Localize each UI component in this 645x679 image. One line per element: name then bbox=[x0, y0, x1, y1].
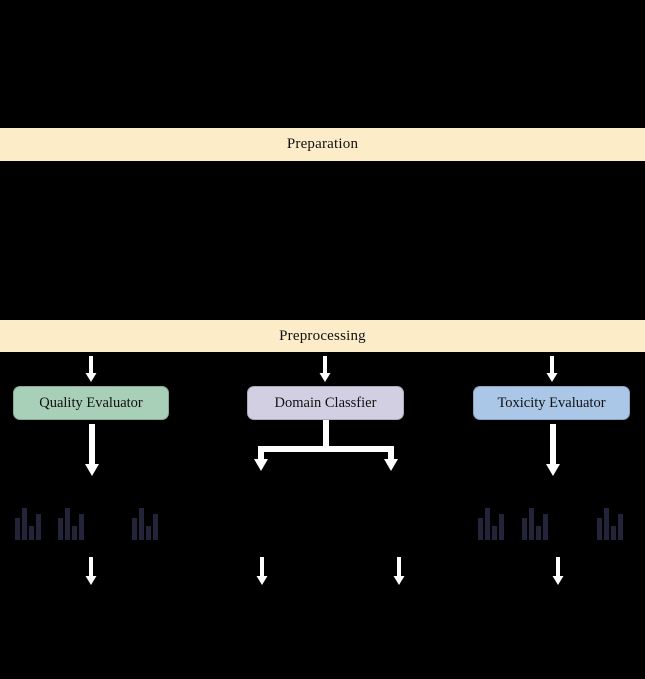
arrow-down-icon-quality-to-histograms bbox=[83, 424, 101, 476]
arrow-down-icon-preprocessing-to-quality bbox=[84, 356, 98, 382]
arrow-down-icon-quality-output bbox=[84, 557, 98, 585]
bar-chart-icon bbox=[595, 504, 625, 540]
bar-chart-icon bbox=[13, 504, 43, 540]
banner-preparation: Preparation bbox=[0, 128, 645, 161]
arrow-down-icon-domain-output-left bbox=[255, 557, 269, 585]
banner-preprocessing: Preprocessing bbox=[0, 320, 645, 352]
banner-preprocessing-label: Preprocessing bbox=[279, 327, 366, 344]
toxicity-evaluator-box[interactable]: Toxicity Evaluator bbox=[473, 386, 630, 420]
arrow-down-icon-toxicity-output bbox=[551, 557, 565, 585]
arrow-down-icon-toxicity-to-histograms bbox=[544, 424, 562, 476]
domain-classifier-box[interactable]: Domain Classfier bbox=[247, 386, 404, 420]
fork-split-connector-icon bbox=[248, 420, 404, 472]
bar-chart-icon bbox=[130, 504, 160, 540]
quality-evaluator-box[interactable]: Quality Evaluator bbox=[13, 386, 169, 420]
toxicity-evaluator-label: Toxicity Evaluator bbox=[497, 394, 606, 411]
arrow-down-icon-preprocessing-to-toxicity bbox=[545, 356, 559, 382]
arrow-down-icon-preprocessing-to-domain bbox=[318, 356, 332, 382]
bar-chart-icon bbox=[476, 504, 506, 540]
bar-chart-icon bbox=[56, 504, 86, 540]
domain-classifier-label: Domain Classfier bbox=[274, 394, 377, 411]
banner-preparation-label: Preparation bbox=[286, 136, 359, 152]
quality-evaluator-label: Quality Evaluator bbox=[39, 394, 143, 411]
arrow-down-icon-domain-output-right bbox=[392, 557, 406, 585]
bar-chart-icon bbox=[520, 504, 550, 540]
